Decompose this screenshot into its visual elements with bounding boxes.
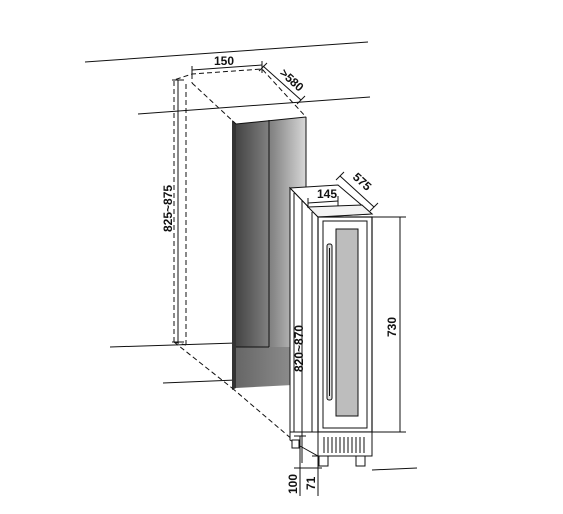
niche-height-label: 825~875 bbox=[161, 185, 175, 232]
cabinet-niche bbox=[173, 68, 312, 447]
reference-lines bbox=[84, 41, 418, 471]
dim-door-height: 730 bbox=[372, 216, 406, 433]
dim-niche-depth: >580 bbox=[258, 62, 307, 105]
kickplate-vent bbox=[323, 437, 365, 453]
dim-unit-width: 145 bbox=[307, 187, 339, 208]
base-height-label: 100 bbox=[286, 474, 300, 494]
niche-width-label: 150 bbox=[214, 54, 234, 68]
dim-base: 100 71 bbox=[286, 435, 324, 496]
wine-cooler-unit bbox=[288, 184, 374, 467]
unit-foot-front-right bbox=[355, 455, 366, 467]
foot-height-label: 71 bbox=[304, 476, 318, 490]
door-height-label: 730 bbox=[385, 317, 399, 337]
unit-height-label: 820~870 bbox=[292, 325, 306, 372]
dim-unit-height: 820~870 bbox=[292, 200, 306, 463]
unit-depth-label: 575 bbox=[350, 170, 374, 194]
dim-niche-width: 150 bbox=[191, 54, 263, 78]
unit-foot-front-left bbox=[318, 455, 329, 467]
niche-side-wall bbox=[232, 120, 236, 390]
dim-niche-height: 825~875 bbox=[161, 79, 184, 343]
unit-foot-rear bbox=[291, 439, 300, 449]
unit-width-label: 145 bbox=[317, 187, 337, 201]
niche-back-wall bbox=[236, 117, 306, 347]
door-glass bbox=[335, 228, 359, 417]
